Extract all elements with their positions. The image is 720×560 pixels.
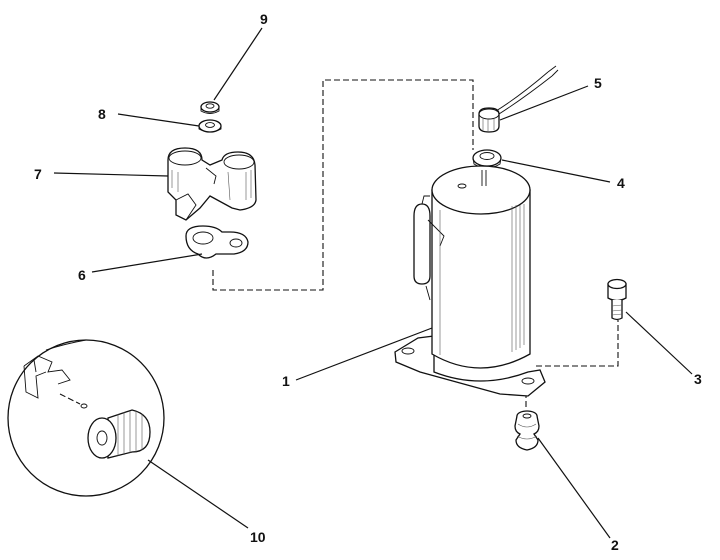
callout-9: 9	[260, 11, 268, 27]
callout-7: 7	[34, 166, 42, 182]
callout-1: 1	[282, 373, 290, 389]
bolt-part	[607, 278, 627, 321]
leader-9	[213, 27, 263, 101]
callout-4: 4	[617, 175, 625, 191]
gasket-part	[185, 225, 249, 259]
leader-4	[501, 159, 611, 183]
leader-5	[499, 85, 589, 121]
callout-6: 6	[78, 267, 86, 283]
compressor-part	[394, 165, 546, 397]
callout-8: 8	[98, 106, 106, 122]
leader-1	[295, 327, 433, 381]
detail-view-circle	[7, 339, 165, 497]
leader-7	[53, 172, 169, 177]
terminal-boot-part	[472, 149, 502, 169]
leader-10	[147, 459, 249, 529]
nut-part	[200, 101, 220, 114]
callout-10: 10	[250, 529, 266, 545]
callout-labels: 1 2 3 4 5 6 7 8 9 10	[34, 11, 702, 553]
callout-5: 5	[594, 75, 602, 91]
leader-lines	[53, 27, 693, 539]
washer-part	[198, 119, 222, 133]
leader-3	[625, 311, 693, 375]
callout-3: 3	[694, 371, 702, 387]
callout-2: 2	[611, 537, 619, 553]
terminal-plug-part	[478, 65, 559, 133]
leader-2	[537, 437, 611, 539]
leader-8	[117, 113, 200, 127]
terminal-cover-part	[167, 147, 257, 221]
leader-6	[91, 253, 203, 273]
grommet-part	[514, 410, 540, 451]
